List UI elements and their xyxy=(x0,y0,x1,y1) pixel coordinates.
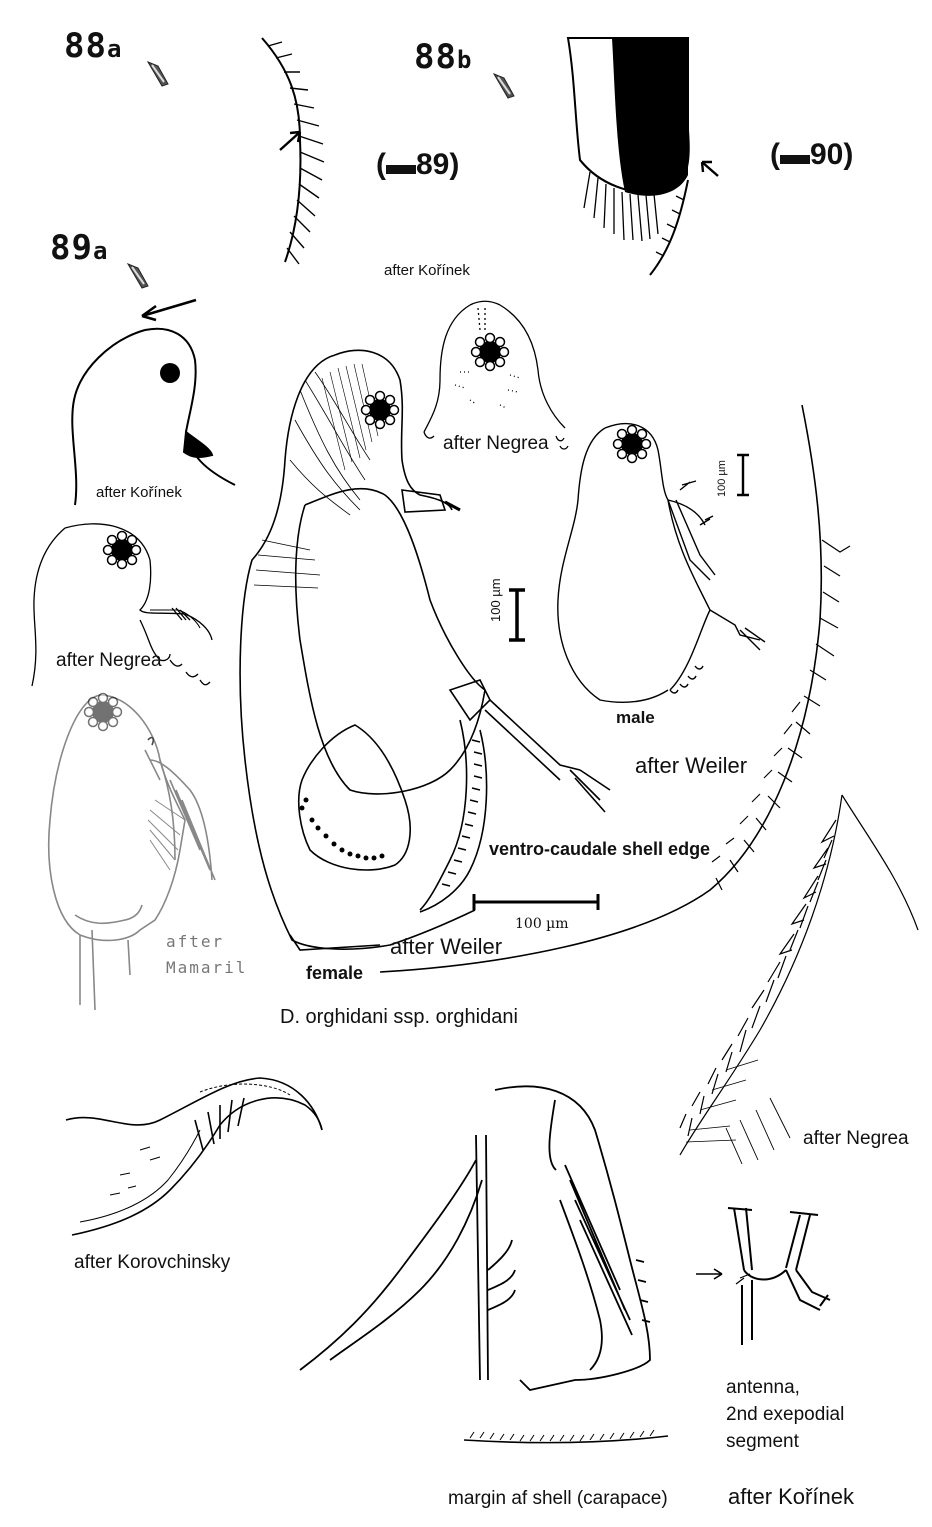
scale-label-male: 100 µm xyxy=(716,460,728,497)
scale-label-100um: 100 µm xyxy=(515,916,569,932)
credit-korinek-head: after Kořínek xyxy=(96,484,182,501)
credit-korinek-bottom: after Kořínek xyxy=(728,1484,854,1509)
antenna-branches xyxy=(299,1085,651,1391)
figure-88a-number: 88a xyxy=(64,26,123,66)
scale-label-female: 100 µm xyxy=(488,578,503,622)
mamaril-habitus xyxy=(47,692,216,1011)
male-habitus-weiler xyxy=(557,423,766,703)
antenna-caption-line3: segment xyxy=(726,1431,799,1452)
antenna-caption-line2: 2nd exepodial xyxy=(726,1404,845,1425)
fig-89a-head-korinek xyxy=(71,298,236,506)
figure-88b-number: 88b xyxy=(414,37,473,77)
female-habitus-weiler xyxy=(239,349,611,951)
credit-korinek-top: after Kořínek xyxy=(384,262,470,279)
credit-negrea-head-top: after Negrea xyxy=(443,433,549,454)
negrea-head-dorsal xyxy=(423,300,569,450)
fig-88a-shell-margin xyxy=(261,37,325,265)
korovchinsky-postabdomen xyxy=(65,1077,323,1236)
male-label: male xyxy=(616,708,655,727)
pointer-marker-icon xyxy=(147,61,169,87)
pointer-marker-icon xyxy=(493,73,515,99)
credit-korovchinsky: after Korovchinsky xyxy=(74,1252,231,1273)
scale-bars xyxy=(472,453,749,910)
antenna-caption-line1: antenna, xyxy=(726,1377,800,1398)
arrow-icon xyxy=(696,1268,723,1280)
credit-weiler-female: after Weiler xyxy=(390,934,503,959)
species-name: D. orghidani ssp. orghidani xyxy=(280,1006,518,1028)
antenna-segment xyxy=(696,1207,831,1345)
credit-mamaril-line2: Mamaril xyxy=(166,958,248,977)
credit-negrea-head-left: after Negrea xyxy=(56,650,162,671)
fig-88b-shell-margin xyxy=(566,37,719,276)
cross-reference-89: (▬89) xyxy=(376,148,460,181)
margin-shell-caption: margin af shell (carapace) xyxy=(448,1488,668,1509)
figure-89a-number: 89a xyxy=(50,228,109,268)
negrea-head-lateral xyxy=(31,523,213,687)
female-label: female xyxy=(306,963,364,983)
credit-negrea-edge: after Negrea xyxy=(803,1128,909,1149)
ventro-caudale-shell-edge xyxy=(379,404,851,973)
negrea-caudal-edge xyxy=(679,794,919,1165)
cross-reference-90: (▬90) xyxy=(770,138,854,171)
credit-mamaril-line1: after xyxy=(166,932,225,951)
pointer-marker-icon xyxy=(127,263,149,289)
credit-weiler-male: after Weiler xyxy=(635,753,748,778)
carapace-margin xyxy=(463,1429,669,1444)
ventro-caudale-label: ventro-caudale shell edge xyxy=(489,839,711,859)
